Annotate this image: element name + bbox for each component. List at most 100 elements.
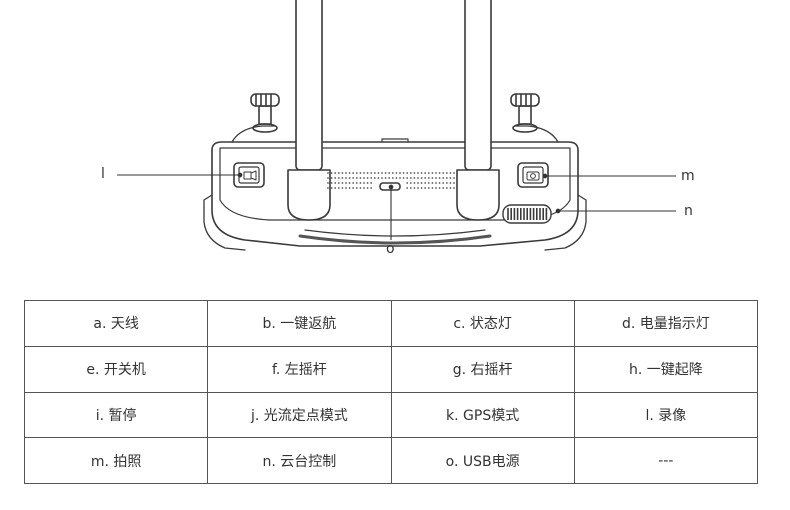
grille-dot <box>381 172 383 174</box>
grille-dot <box>406 172 409 174</box>
component-table: a. 天线 b. 一键返航 c. 状态灯 d. 电量指示灯 e. 开关机 f. … <box>23 300 759 484</box>
grille-dot <box>334 177 337 179</box>
grille-dot <box>409 187 412 189</box>
table-cell: d. 电量指示灯 <box>573 300 759 347</box>
table-cell: --- <box>573 437 759 484</box>
grille-dot <box>435 177 437 179</box>
table-cell: g. 右摇杆 <box>390 345 575 393</box>
grille-dot <box>348 172 351 174</box>
grille-dot <box>345 177 347 179</box>
grille-dot <box>445 172 448 174</box>
table-cell: o. USB电源 <box>390 437 575 484</box>
grille-dot <box>366 177 369 179</box>
callout-l: l <box>101 166 105 182</box>
grille-dot <box>337 182 340 184</box>
grille-dot <box>453 187 455 189</box>
grille-dot <box>366 187 369 189</box>
table-cell: i. 暂停 <box>23 391 209 439</box>
grille-dot <box>413 187 416 189</box>
table-cell: k. GPS模式 <box>390 391 575 439</box>
grille-dot <box>399 177 401 179</box>
grille-dot <box>330 187 333 189</box>
grille-dot <box>427 187 430 189</box>
grille-dot <box>431 187 434 189</box>
left-stick <box>250 93 280 133</box>
grille-dot <box>370 172 373 174</box>
table-cell: h. 一键起降 <box>573 345 759 393</box>
grille-dot <box>402 172 405 174</box>
controller-diagram <box>117 0 676 251</box>
table-row: i. 暂停 j. 光流定点模式 k. GPS模式 l. 录像 <box>23 391 759 439</box>
grille-dot <box>341 177 344 179</box>
grille-dot <box>438 182 441 184</box>
grille-dot <box>409 177 412 179</box>
table-cell: c. 状态灯 <box>390 300 575 347</box>
grille-dot <box>341 187 344 189</box>
grille-dot <box>352 187 355 189</box>
grille-dot <box>409 172 412 174</box>
grille-dot <box>424 187 427 189</box>
grille-dot <box>431 182 434 184</box>
grille-dot <box>395 172 398 174</box>
table-cell: j. 光流定点模式 <box>207 391 392 439</box>
grille-dot <box>352 177 355 179</box>
grille-dot <box>370 182 373 184</box>
table-cell: m. 拍照 <box>23 437 209 484</box>
grille-dot <box>413 182 416 184</box>
table-cell: b. 一键返航 <box>207 300 392 347</box>
table-cell: a. 天线 <box>23 300 209 347</box>
controller-lower-curve <box>304 229 486 237</box>
grille-dot <box>327 187 329 189</box>
table-row: e. 开关机 f. 左摇杆 g. 右摇杆 h. 一键起降 <box>23 345 759 393</box>
grille-dot <box>417 177 419 179</box>
grille-dot <box>341 182 344 184</box>
grille-dot <box>363 182 365 184</box>
grille-dot <box>355 182 358 184</box>
grille-dot <box>366 182 369 184</box>
grille-dot <box>442 187 445 189</box>
record-button <box>233 162 265 188</box>
grille-dot <box>445 177 448 179</box>
grille-dot <box>417 172 419 174</box>
grille-dot <box>388 172 391 174</box>
grille-dot <box>355 187 358 189</box>
grille-dot <box>388 177 391 179</box>
grille-dot <box>355 177 358 179</box>
grille-dot <box>330 172 333 174</box>
grille-dot <box>438 187 441 189</box>
table-cell: l. 录像 <box>573 391 759 439</box>
grille-dot <box>377 172 380 174</box>
grille-dot <box>334 172 337 174</box>
grille-dot <box>348 187 351 189</box>
grille-dot <box>363 187 365 189</box>
grille-dot <box>406 182 409 184</box>
grille-dot <box>420 182 423 184</box>
grille-dot <box>406 177 409 179</box>
grille-dot <box>435 182 437 184</box>
grille-dot <box>373 172 376 174</box>
grille-dot <box>424 182 427 184</box>
grille-dot <box>406 187 409 189</box>
grille-dot <box>438 177 441 179</box>
grille-dot <box>345 187 347 189</box>
grille-dot <box>420 187 423 189</box>
grille-dot <box>327 182 329 184</box>
usb-port <box>379 182 401 191</box>
grille-dot <box>366 172 369 174</box>
grille-dot <box>449 187 452 189</box>
grille-dot <box>370 187 373 189</box>
grille-dot <box>442 177 445 179</box>
grille-dot <box>453 182 455 184</box>
grille-dot <box>395 177 398 179</box>
grille-dot <box>373 177 376 179</box>
grille-dot <box>445 187 448 189</box>
callout-o: o <box>386 241 395 257</box>
grille-dot <box>377 177 380 179</box>
grille-dot <box>391 177 394 179</box>
right-antenna <box>456 0 500 221</box>
grille-dot <box>370 177 373 179</box>
grille-dot <box>445 182 448 184</box>
grille-dot <box>424 172 427 174</box>
callout-n: n <box>684 203 693 219</box>
grille-dot <box>427 177 430 179</box>
